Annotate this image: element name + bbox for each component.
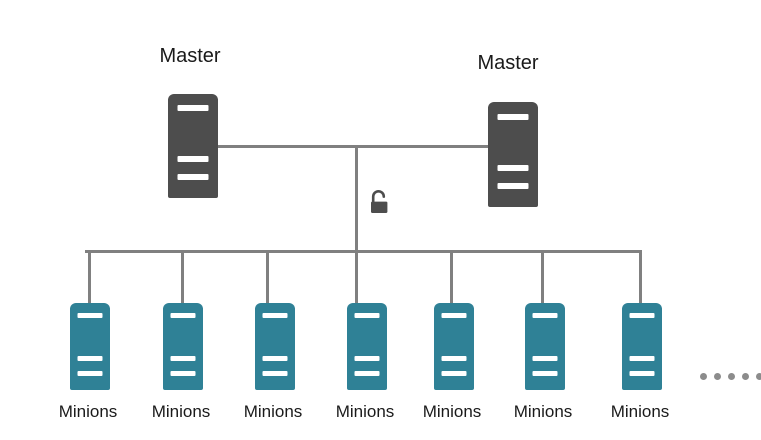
- ellipsis-dot: [756, 373, 761, 380]
- minion-drop-line: [355, 250, 358, 305]
- server-slot-bar: [262, 356, 288, 361]
- server-slot-bar: [441, 371, 467, 376]
- server-slot-bar: [354, 371, 380, 376]
- server-slot-bar: [170, 313, 196, 318]
- server-slot-bar: [497, 114, 529, 120]
- minion-server-icon: [434, 303, 474, 390]
- master-label: Master: [477, 52, 539, 74]
- server-slot-bar: [177, 156, 209, 162]
- minion-server-icon: [347, 303, 387, 390]
- server-slot-bar: [441, 313, 467, 318]
- minion-bus-line: [85, 250, 642, 253]
- server-slot-bar: [441, 356, 467, 361]
- server-slot-bar: [629, 313, 655, 318]
- minion-server-icon: [163, 303, 203, 390]
- server-slot-bar: [497, 183, 529, 189]
- minion-label: Minions: [335, 402, 395, 421]
- minion-drop-line: [181, 250, 184, 305]
- minion-drop-line: [450, 250, 453, 305]
- minion-label: Minions: [243, 402, 303, 421]
- master-connector-line: [218, 145, 490, 148]
- master-server-icon: [488, 102, 538, 207]
- open-padlock-icon: [368, 189, 390, 221]
- minion-server-icon: [622, 303, 662, 390]
- minion-server-icon: [525, 303, 565, 390]
- ellipsis-dot: [728, 373, 735, 380]
- server-slot-bar: [629, 371, 655, 376]
- ellipsis-dot: [714, 373, 721, 380]
- server-slot-bar: [532, 371, 558, 376]
- minion-label: Minions: [151, 402, 211, 421]
- minion-label: Minions: [58, 402, 118, 421]
- ellipsis-dot: [742, 373, 749, 380]
- more-minions-ellipsis: [700, 373, 761, 380]
- server-slot-bar: [262, 371, 288, 376]
- server-slot-bar: [170, 356, 196, 361]
- master-server-icon: [168, 94, 218, 198]
- minion-label: Minions: [513, 402, 573, 421]
- server-slot-bar: [77, 313, 103, 318]
- master-to-minion-drop-line: [355, 145, 358, 252]
- minion-server-icon: [70, 303, 110, 390]
- server-slot-bar: [177, 174, 209, 180]
- server-slot-bar: [262, 313, 288, 318]
- server-slot-bar: [354, 313, 380, 318]
- minion-drop-line: [88, 250, 91, 305]
- server-slot-bar: [170, 371, 196, 376]
- server-slot-bar: [532, 356, 558, 361]
- server-slot-bar: [354, 356, 380, 361]
- ellipsis-dot: [700, 373, 707, 380]
- minion-server-icon: [255, 303, 295, 390]
- server-slot-bar: [629, 356, 655, 361]
- minion-label: Minions: [610, 402, 670, 421]
- master-label: Master: [159, 45, 221, 67]
- server-slot-bar: [77, 371, 103, 376]
- server-slot-bar: [532, 313, 558, 318]
- minion-drop-line: [639, 250, 642, 305]
- minion-label: Minions: [422, 402, 482, 421]
- server-slot-bar: [497, 165, 529, 171]
- minion-drop-line: [266, 250, 269, 305]
- minion-drop-line: [541, 250, 544, 305]
- server-slot-bar: [77, 356, 103, 361]
- server-slot-bar: [177, 105, 209, 111]
